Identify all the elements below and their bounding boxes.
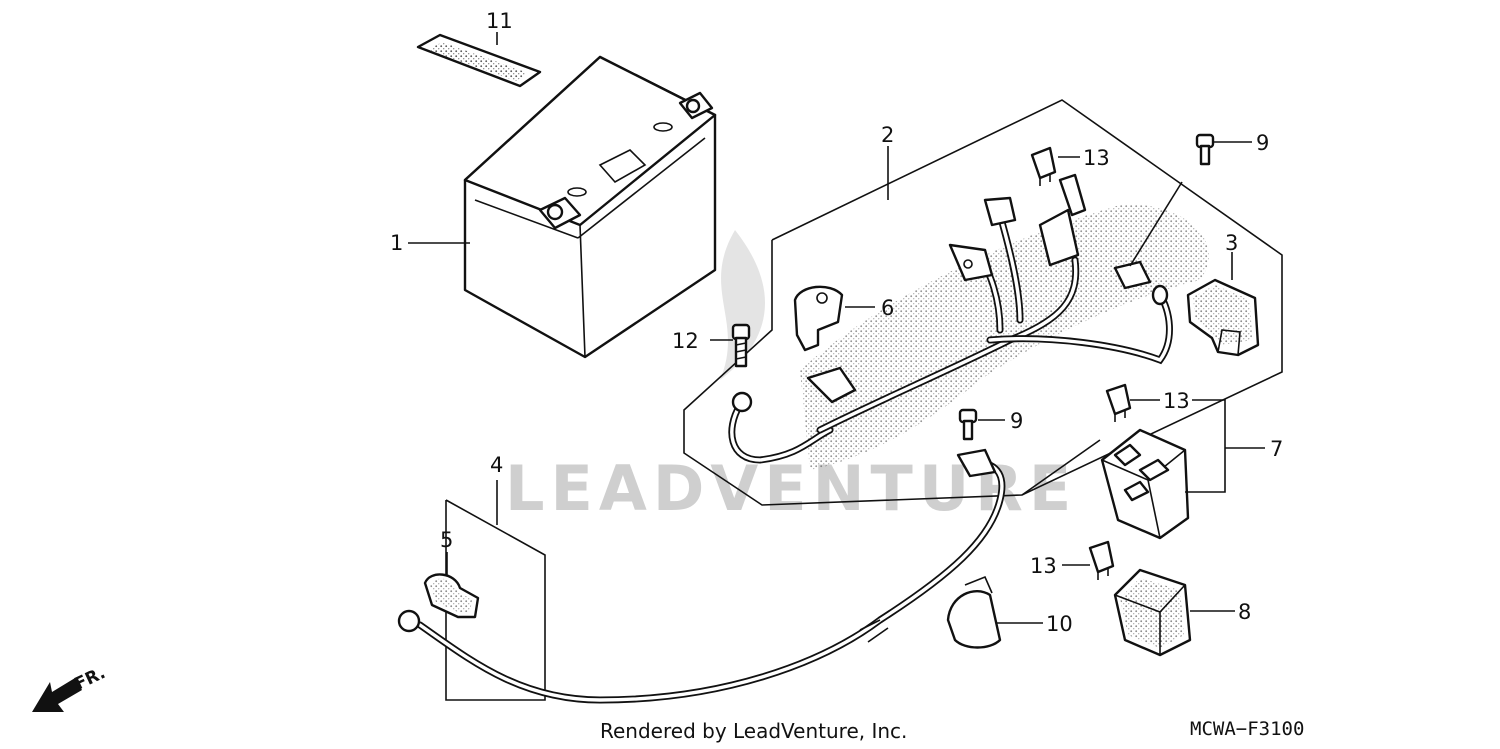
- screw-9-lower: [958, 408, 978, 441]
- callout-2: 2: [881, 123, 894, 147]
- starter-relay: [1100, 428, 1190, 540]
- battery-band: [416, 33, 542, 88]
- callout-9-upper: 9: [1256, 131, 1269, 155]
- fuse-13-upper: [1030, 146, 1057, 186]
- callout-4: 4: [490, 453, 503, 477]
- cap-3: [1186, 278, 1260, 357]
- callout-7: 7: [1270, 437, 1283, 461]
- bolt-12: [731, 323, 751, 368]
- callout-3: 3: [1225, 231, 1238, 255]
- front-arrow-label: FR.: [72, 663, 109, 694]
- callout-labels: 11 1 2 3 4 5 6 7 8 9 9 10 12 13 13 13: [390, 9, 1283, 636]
- screw-9-upper: [1195, 133, 1215, 166]
- credit-text: Rendered by LeadVenture, Inc.: [600, 719, 907, 743]
- battery-cable: [397, 439, 1101, 704]
- battery: [463, 55, 717, 359]
- callout-1: 1: [390, 231, 403, 255]
- callout-13-middle: 13: [1163, 389, 1190, 413]
- callout-11: 11: [486, 9, 513, 33]
- fuse-13-lower: [1088, 540, 1115, 580]
- group-box-wire-harness: [683, 99, 1283, 506]
- callout-13-upper: 13: [1083, 146, 1110, 170]
- callout-12: 12: [672, 329, 699, 353]
- group-box-battery-cable: [445, 499, 546, 701]
- callout-10: 10: [1046, 612, 1073, 636]
- callout-8: 8: [1238, 600, 1251, 624]
- fuse-13-middle: [1105, 383, 1132, 422]
- terminal-boot: [423, 573, 480, 619]
- relay-cover: [1113, 568, 1192, 657]
- leader-lines: [408, 32, 1265, 624]
- diagram-code: MCWA−F3100: [1190, 718, 1304, 740]
- callout-9-lower: 9: [1010, 409, 1023, 433]
- cable-clamp: [946, 575, 1002, 649]
- front-direction-arrow: FR.: [32, 663, 109, 712]
- callout-13-lower: 13: [1030, 554, 1057, 578]
- terminal-cover-6: [793, 285, 844, 352]
- wire-harness: [728, 173, 1209, 471]
- callout-5: 5: [440, 528, 453, 552]
- callout-6: 6: [881, 296, 894, 320]
